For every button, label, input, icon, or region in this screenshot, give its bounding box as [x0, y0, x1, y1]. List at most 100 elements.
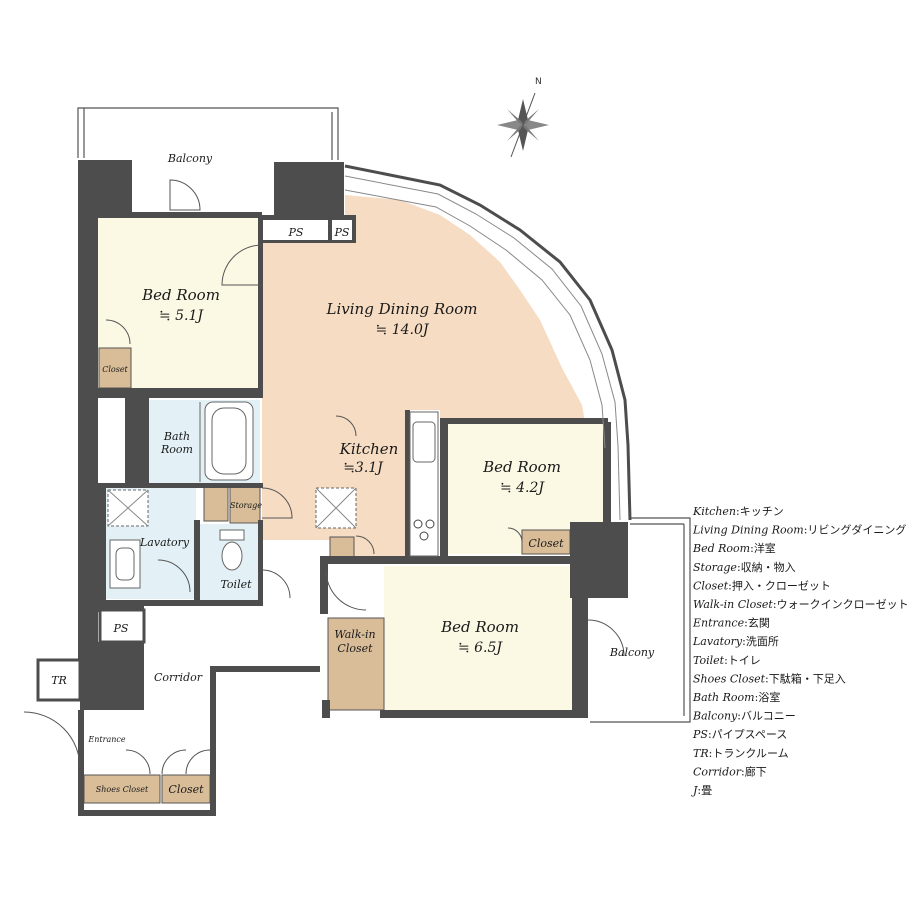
- kitchen-label: Kitchen: [339, 440, 399, 458]
- bedroom-3-size: ≒ 6.5J: [458, 640, 503, 656]
- storage-label: Storage: [230, 501, 262, 510]
- legend-term: Bath Room: [692, 691, 755, 704]
- legend-term: Corridor: [693, 765, 742, 778]
- legend-row: Shoes Closet:下駄箱・下足入: [693, 671, 846, 685]
- tr-box: [36, 658, 82, 702]
- closet-1-label: Closet: [102, 365, 128, 374]
- door-swings: [23, 179, 625, 775]
- bedroom-2-size: ≒ 4.2J: [500, 480, 545, 496]
- closet-2-label: Closet: [528, 537, 564, 550]
- ps-3-label: PS: [113, 622, 129, 635]
- legend-term: Bed Room: [692, 542, 750, 555]
- legend-meaning: 収納・物入: [741, 560, 796, 574]
- bath-label-2: Room: [160, 443, 193, 456]
- toilet-fixture-icon: [219, 529, 245, 571]
- bedroom-3-floor: [384, 566, 572, 710]
- legend-term: Entrance: [692, 617, 745, 630]
- kitchen-counter: [409, 411, 439, 557]
- legend: Kitchen:キッチン Living Dining Room:リビングダイニング…: [691, 505, 909, 797]
- legend-meaning: ウォークインクローゼット: [777, 598, 909, 611]
- legend-row: Lavatory:洗面所: [692, 635, 779, 648]
- corridor-label: Corridor: [154, 671, 203, 684]
- shoes-closet-label: Shoes Closet: [96, 785, 149, 794]
- legend-term: Living Dining Room: [692, 524, 804, 537]
- legend-meaning: 浴室: [758, 690, 780, 704]
- legend-row: Storage:収納・物入: [693, 560, 796, 574]
- legend-meaning: 下駄箱・下足入: [769, 671, 846, 685]
- compass-rose-icon: [497, 92, 549, 158]
- legend-meaning: 廊下: [745, 764, 767, 778]
- legend-term: Closet: [693, 579, 729, 592]
- legend-term: Shoes Closet: [693, 672, 766, 685]
- legend-row: J:畳: [691, 784, 712, 797]
- compass-north-label: N: [535, 77, 542, 87]
- kitchen-size: ≒3.1J: [343, 460, 384, 476]
- legend-meaning: パイプスペース: [712, 728, 788, 741]
- legend-term: Kitchen: [692, 505, 736, 518]
- walk-in-closet-label-1: Walk-in: [334, 628, 375, 641]
- bedroom-2-label: Bed Room: [482, 458, 561, 476]
- bath-label-1: Bath: [163, 430, 190, 443]
- walk-in-closet-block: [327, 617, 385, 711]
- kitchen-storage-block: [329, 536, 355, 558]
- stove-burner-icon: [413, 519, 423, 529]
- bathtub: [204, 401, 254, 481]
- entrance-label: Entrance: [87, 735, 125, 744]
- legend-meaning: キッチン: [740, 505, 784, 518]
- legend-row: TR:トランクルーム: [693, 747, 789, 760]
- angled-window-wall: [344, 164, 632, 521]
- legend-meaning: 畳: [701, 784, 712, 797]
- closet-3-block: [161, 774, 211, 804]
- legend-row: Bed Room:洋室: [692, 541, 776, 555]
- legend-row: Entrance:玄関: [692, 616, 770, 630]
- balcony-top-outline: [77, 107, 339, 160]
- ps-2-label: PS: [334, 226, 350, 239]
- balcony-right-label: Balcony: [609, 646, 655, 659]
- legend-row: Bath Room:浴室: [692, 690, 780, 704]
- living-dining-room-floor: [262, 195, 585, 558]
- legend-term: TR: [693, 747, 709, 760]
- bedroom-1-label: Bed Room: [141, 286, 220, 304]
- legend-term: J: [691, 784, 698, 797]
- legend-term: Balcony: [692, 710, 738, 723]
- legend-term: Lavatory: [692, 635, 743, 648]
- bedroom-1-size: ≒ 5.1J: [159, 308, 204, 324]
- closet-2-block: [521, 529, 571, 555]
- fridge-space-icon: [315, 487, 357, 529]
- closet-1-block: [98, 347, 132, 389]
- ldr-size: ≒ 14.0J: [376, 322, 430, 338]
- shoes-closet-block: [83, 774, 161, 804]
- legend-term: PS: [692, 728, 708, 741]
- legend-row: Corridor:廊下: [693, 764, 767, 778]
- washer-space-icon: [107, 489, 149, 527]
- balcony-right-outline: [590, 517, 691, 723]
- walls: [78, 160, 628, 816]
- legend-meaning: 玄関: [748, 616, 770, 630]
- legend-meaning: リビングダイニング: [807, 523, 906, 537]
- legend-row: Toilet:トイレ: [693, 654, 761, 667]
- legend-meaning: バルコニー: [741, 710, 796, 723]
- legend-term: Storage: [693, 561, 737, 574]
- legend-meaning: 洗面所: [746, 635, 779, 648]
- legend-row: Kitchen:キッチン: [692, 505, 784, 518]
- balcony-top-label: Balcony: [167, 152, 213, 165]
- legend-term: Toilet: [693, 654, 725, 667]
- walk-in-closet-label-2: Closet: [337, 642, 373, 655]
- legend-row: Walk-in Closet:ウォークインクローゼット: [693, 598, 909, 611]
- legend-row: Closet:押入・クローゼット: [693, 578, 831, 592]
- legend-meaning: トランクルーム: [712, 747, 788, 760]
- legend-row: Living Dining Room:リビングダイニング: [692, 523, 906, 537]
- legend-term: Walk-in Closet: [693, 598, 773, 611]
- ps-1-label: PS: [288, 226, 304, 239]
- storage-block-2: [203, 486, 229, 522]
- ps-3-box: [98, 608, 146, 644]
- legend-row: Balcony:バルコニー: [692, 710, 796, 723]
- tr-label: TR: [51, 674, 67, 687]
- closet-3-label: Closet: [168, 783, 204, 796]
- legend-meaning: 押入・クローゼット: [732, 578, 831, 592]
- lavatory-label: Lavatory: [139, 536, 190, 549]
- legend-row: PS:パイプスペース: [692, 728, 787, 741]
- toilet-label: Toilet: [220, 578, 252, 591]
- legend-meaning: 洋室: [754, 541, 776, 555]
